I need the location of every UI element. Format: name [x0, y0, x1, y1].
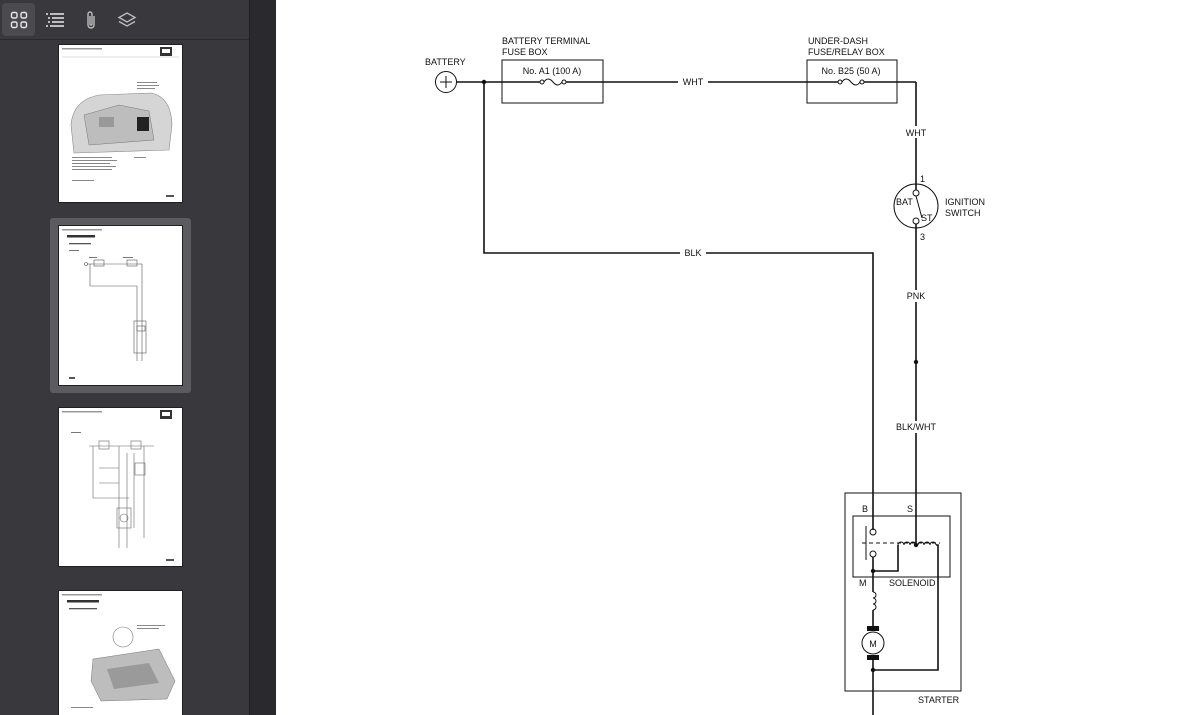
sidebar-splitter[interactable] [249, 0, 277, 715]
ignition-switch-title-1: IGNITION [945, 197, 985, 207]
pdf-page: BATTERY BATTERY TERMINAL FUSE BOX No. A1… [276, 0, 1190, 715]
wire-label-pnk: PNK [907, 291, 926, 301]
thumbnail-page-3[interactable] [52, 403, 189, 573]
battery-terminal-box-title-2: FUSE BOX [502, 47, 548, 57]
field-coil-symbol [872, 591, 877, 611]
wire-label-wht-vertical: WHT [906, 128, 927, 138]
starter-terminal-s: S [907, 504, 913, 514]
ignition-bat-label: BAT [896, 197, 913, 207]
wire-label-wht-horizontal: WHT [683, 77, 704, 87]
sidebar [0, 0, 249, 715]
outline-button[interactable] [38, 3, 71, 36]
page-thumbnail [59, 591, 182, 715]
wire-label-blk-wht: BLK/WHT [896, 422, 937, 432]
solenoid-box [852, 515, 951, 578]
sidebar-toolbar [0, 0, 249, 40]
page-thumbnail [59, 45, 182, 202]
motor-label: M [869, 639, 877, 649]
page-thumbnail [59, 408, 182, 566]
wire-solenoid-internal [872, 545, 899, 572]
thumbnails-button[interactable] [2, 3, 35, 36]
wire-solenoid-ground [873, 544, 939, 671]
thumbnails-icon [10, 11, 28, 29]
layers-button[interactable] [110, 3, 143, 36]
fuse-b25-symbol [807, 78, 916, 86]
ignition-pin-1: 1 [920, 174, 925, 184]
thumbnail-page-4[interactable] [52, 586, 189, 715]
starter-box [844, 492, 962, 692]
under-dash-box-title-1: UNDER-DASH [808, 36, 868, 46]
outline-icon [45, 11, 65, 29]
fuse-a1-symbol [502, 78, 603, 86]
junction-dot [913, 359, 919, 365]
fuse-a1-label: No. A1 (100 A) [523, 66, 582, 76]
layers-icon [117, 11, 137, 29]
wire-blk [483, 82, 874, 530]
fuse-b25-label: No. B25 (50 A) [821, 66, 880, 76]
starter-label: STARTER [918, 695, 960, 705]
document-viewer: BATTERY BATTERY TERMINAL FUSE BOX No. A1… [276, 0, 1190, 715]
battery-symbol [435, 71, 457, 93]
solenoid-label: SOLENOID [889, 578, 936, 588]
starter-terminal-b: B [862, 504, 868, 514]
battery-terminal-box-title-1: BATTERY TERMINAL [502, 36, 590, 46]
ignition-pin-3: 3 [920, 232, 925, 242]
ignition-st-label: ST [921, 213, 933, 223]
wire-label-blk: BLK [684, 248, 701, 258]
page-thumbnail [59, 226, 182, 385]
thumbnail-page-2[interactable] [50, 218, 191, 393]
battery-label: BATTERY [425, 57, 466, 67]
starting-system-circuit-diagram: BATTERY BATTERY TERMINAL FUSE BOX No. A1… [425, 36, 985, 715]
ignition-switch-title-2: SWITCH [945, 208, 981, 218]
motor-symbol [861, 626, 885, 660]
thumbnail-page-1[interactable] [52, 40, 189, 208]
under-dash-box-title-2: FUSE/RELAY BOX [808, 47, 885, 57]
paperclip-icon [83, 10, 99, 30]
attachments-button[interactable] [74, 3, 107, 36]
solenoid-symbol [862, 526, 940, 560]
starter-terminal-m: M [859, 578, 867, 588]
